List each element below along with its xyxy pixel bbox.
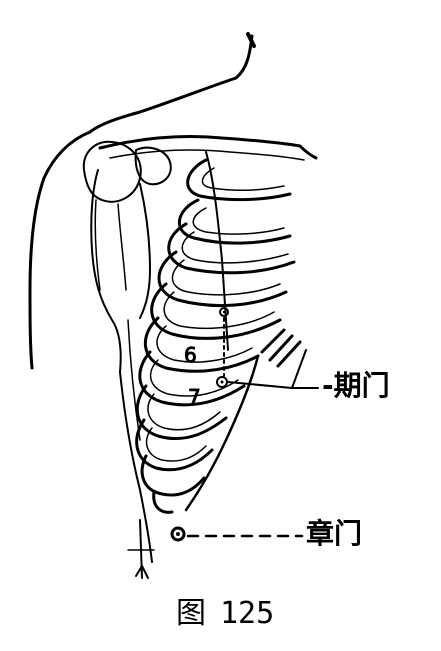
rib-7 bbox=[138, 350, 246, 407]
flank-inner bbox=[127, 319, 141, 441]
rib-8 bbox=[135, 384, 228, 441]
humerus-shaft-right bbox=[117, 203, 127, 291]
flank-outline bbox=[119, 371, 153, 563]
nipple-point bbox=[219, 307, 229, 317]
neck-outline bbox=[88, 34, 254, 134]
rib-8-inner bbox=[147, 393, 221, 431]
rib-2-inner bbox=[192, 207, 285, 235]
rib-2 bbox=[177, 198, 292, 245]
rib-1 bbox=[186, 158, 292, 202]
caption-number: 125 bbox=[220, 596, 275, 631]
rib-7-inner bbox=[149, 359, 239, 397]
caption-prefix: 图 bbox=[176, 596, 206, 631]
scapula-edge bbox=[139, 183, 151, 319]
rib-4-inner bbox=[171, 259, 281, 296]
humeral-head bbox=[82, 140, 142, 203]
rib-3 bbox=[167, 222, 296, 275]
qimen-label: -期门 bbox=[322, 369, 390, 402]
zhangmen-label: 章门 bbox=[306, 517, 363, 550]
qimen-label-text: 期门 bbox=[333, 369, 390, 402]
figure-caption: 图 125 bbox=[176, 588, 274, 632]
rib-11 bbox=[152, 490, 174, 514]
rib-number-7: 7 bbox=[188, 385, 201, 409]
rib-10 bbox=[140, 454, 206, 497]
rib-6-inner bbox=[156, 325, 253, 363]
arm-inner-outline bbox=[90, 169, 122, 373]
rib-end-strokes bbox=[260, 328, 302, 368]
scapula-process bbox=[134, 146, 172, 186]
rib-1-inner bbox=[201, 167, 285, 191]
ribs bbox=[135, 158, 296, 514]
rib-5-inner bbox=[163, 291, 275, 330]
clavicle-lower bbox=[109, 149, 305, 161]
zhangmen-point bbox=[170, 526, 186, 542]
rib-9-inner bbox=[145, 427, 207, 462]
rib-9 bbox=[135, 418, 214, 472]
sternum bbox=[205, 151, 229, 351]
humerus-shaft-left bbox=[94, 199, 101, 291]
costal-margin bbox=[184, 354, 260, 512]
axis-arrow bbox=[135, 565, 149, 579]
rib-5 bbox=[150, 282, 282, 340]
clavicle bbox=[98, 134, 318, 160]
neck-top-stroke bbox=[246, 32, 256, 48]
rib-6 bbox=[143, 316, 260, 373]
qimen-leader-kink bbox=[291, 349, 307, 389]
rib-3-inner bbox=[181, 231, 289, 264]
shoulder-outer-outline bbox=[28, 130, 92, 370]
rib-number-6: 6 bbox=[184, 343, 197, 367]
rib-4 bbox=[157, 250, 288, 308]
